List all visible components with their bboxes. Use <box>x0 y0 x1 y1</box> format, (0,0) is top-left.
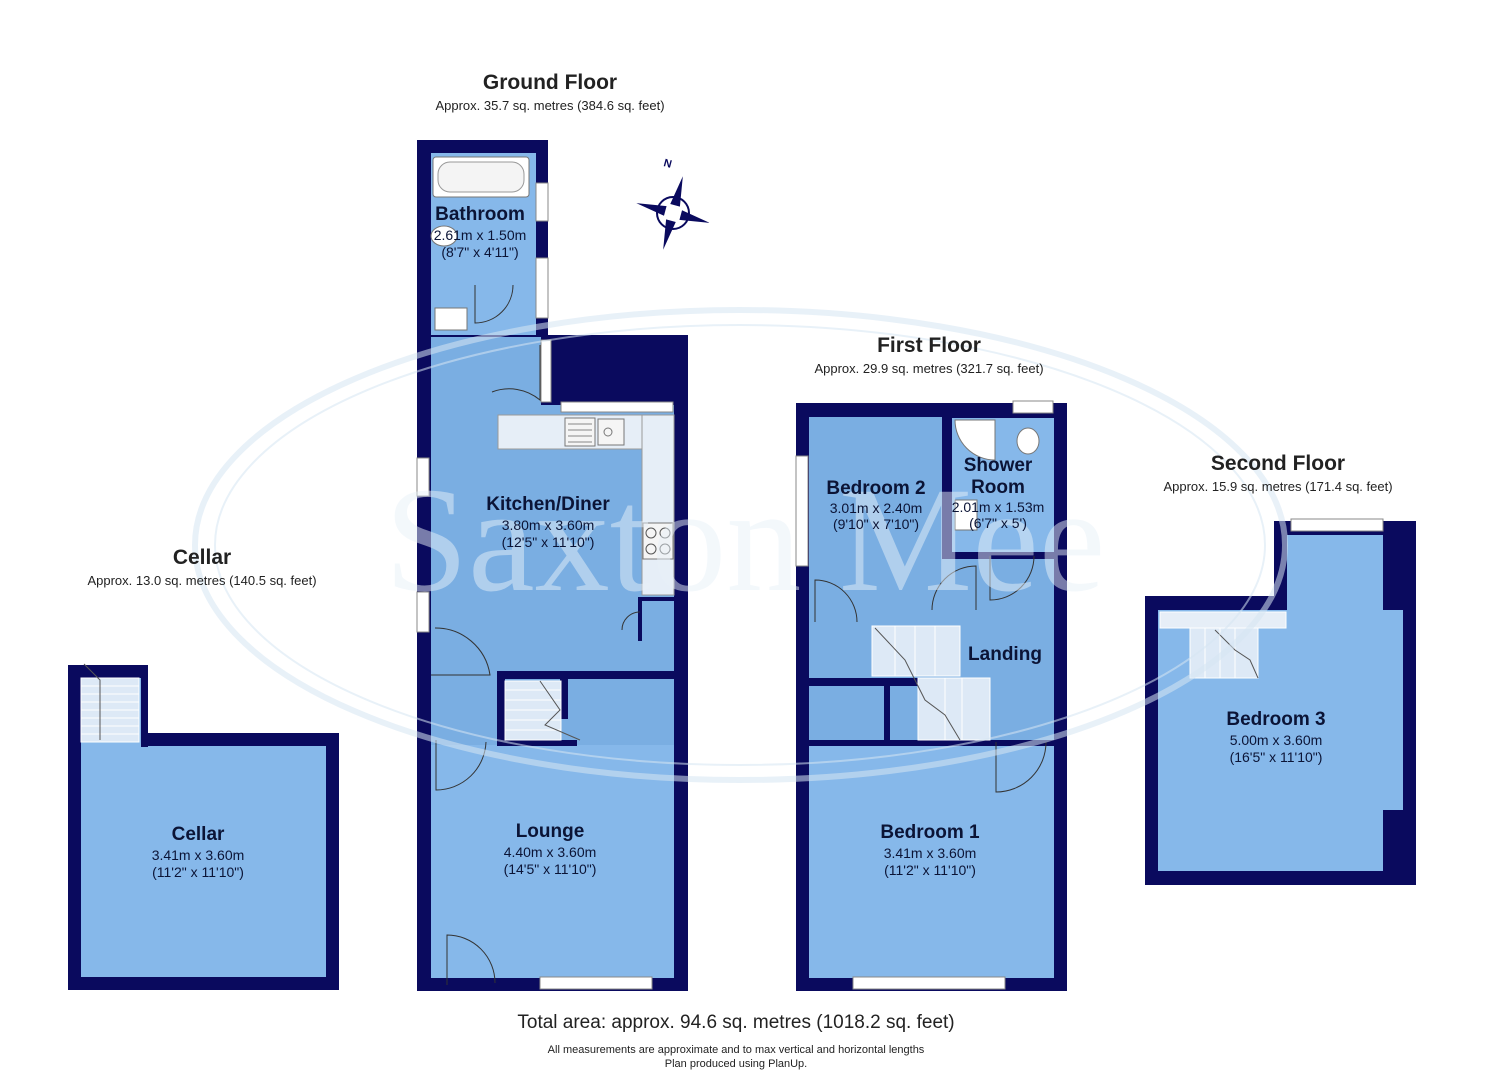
ground-floor-title: Ground Floor <box>482 71 618 94</box>
shower-room-metric: 2.01m x 1.53m <box>951 499 1045 515</box>
first-windows <box>795 400 1054 990</box>
kitchen-imperial: (12'5" x 11'10") <box>501 534 595 550</box>
kitchen-metric: 3.80m x 3.60m <box>501 517 595 533</box>
bedroom1-name: Bedroom 1 <box>880 822 980 843</box>
kitchen-name: Kitchen/Diner <box>486 494 610 515</box>
footer-note-planup: Plan produced using PlanUp. <box>664 1058 808 1070</box>
shower-room-name-line1: Shower <box>963 455 1033 476</box>
ground-stairs <box>504 680 581 741</box>
first-floor-title: First Floor <box>877 334 981 357</box>
bedroom2-name: Bedroom 2 <box>826 478 926 499</box>
ground-floor-area: Approx. 35.7 sq. metres (384.6 sq. feet) <box>435 98 665 113</box>
bathtub <box>432 156 530 198</box>
first-floor-plan <box>795 400 1067 991</box>
footer-note-measurements: All measurements are approximate and to … <box>547 1044 925 1056</box>
second-floor-title: Second Floor <box>1210 452 1346 475</box>
cellar-stairs <box>80 663 140 743</box>
shower-basin <box>954 499 978 531</box>
second-floor-plan <box>1145 518 1416 885</box>
cellar-floor-title: Cellar <box>172 546 232 569</box>
bedroom1-imperial: (11'2" x 11'10") <box>884 862 976 878</box>
first-doors <box>814 555 1047 793</box>
bedroom2-imperial: (9'10" x 7'10") <box>832 516 920 532</box>
bathroom-imperial: (8'7" x 4'11") <box>441 244 519 260</box>
svg-text:N: N <box>662 157 673 171</box>
svg-text:Saxton Mee: Saxton Mee <box>385 457 1106 623</box>
cellar-room-imperial: (11'2" x 11'10") <box>152 864 244 880</box>
ground-doors <box>431 284 641 985</box>
lounge-name: Lounge <box>515 821 585 842</box>
basin <box>434 307 468 331</box>
kitchen-worktop <box>497 414 675 596</box>
shower-room-name-line2: Room <box>971 477 1025 498</box>
toilet <box>430 225 458 247</box>
second-window <box>1290 518 1384 532</box>
landing-name: Landing <box>968 644 1042 665</box>
bathroom-metric: 2.61m x 1.50m <box>433 227 527 243</box>
cellar-plan <box>68 663 339 990</box>
compass-rose-icon: N <box>636 157 710 250</box>
first-floor-area: Approx. 29.9 sq. metres (321.7 sq. feet) <box>814 361 1044 376</box>
total-area: Total area: approx. 94.6 sq. metres (101… <box>517 1012 955 1033</box>
shower-room-imperial: (6'7" x 5') <box>969 515 1027 531</box>
first-stairs <box>871 625 991 741</box>
ground-windows <box>416 182 674 990</box>
bedroom3-name: Bedroom 3 <box>1226 709 1326 730</box>
saxton-mee-watermark: Saxton Mee <box>192 307 1288 783</box>
ground-floor-plan <box>416 140 688 991</box>
second-floor-area: Approx. 15.9 sq. metres (171.4 sq. feet) <box>1163 479 1393 494</box>
bathroom-name: Bathroom <box>435 204 525 225</box>
bedroom3-imperial: (16'5" x 11'10") <box>1229 749 1323 765</box>
cellar-room-name: Cellar <box>171 824 225 845</box>
shower-tray <box>954 419 996 461</box>
lounge-imperial: (14'5" x 11'10") <box>503 861 597 877</box>
bedroom2-metric: 3.01m x 2.40m <box>829 500 923 516</box>
cellar-floor-area: Approx. 13.0 sq. metres (140.5 sq. feet) <box>87 573 317 588</box>
cellar-room-metric: 3.41m x 3.60m <box>151 847 245 863</box>
lounge-metric: 4.40m x 3.60m <box>503 844 597 860</box>
bedroom3-metric: 5.00m x 3.60m <box>1229 732 1323 748</box>
shower-toilet <box>1016 427 1040 455</box>
bedroom1-metric: 3.41m x 3.60m <box>883 845 977 861</box>
